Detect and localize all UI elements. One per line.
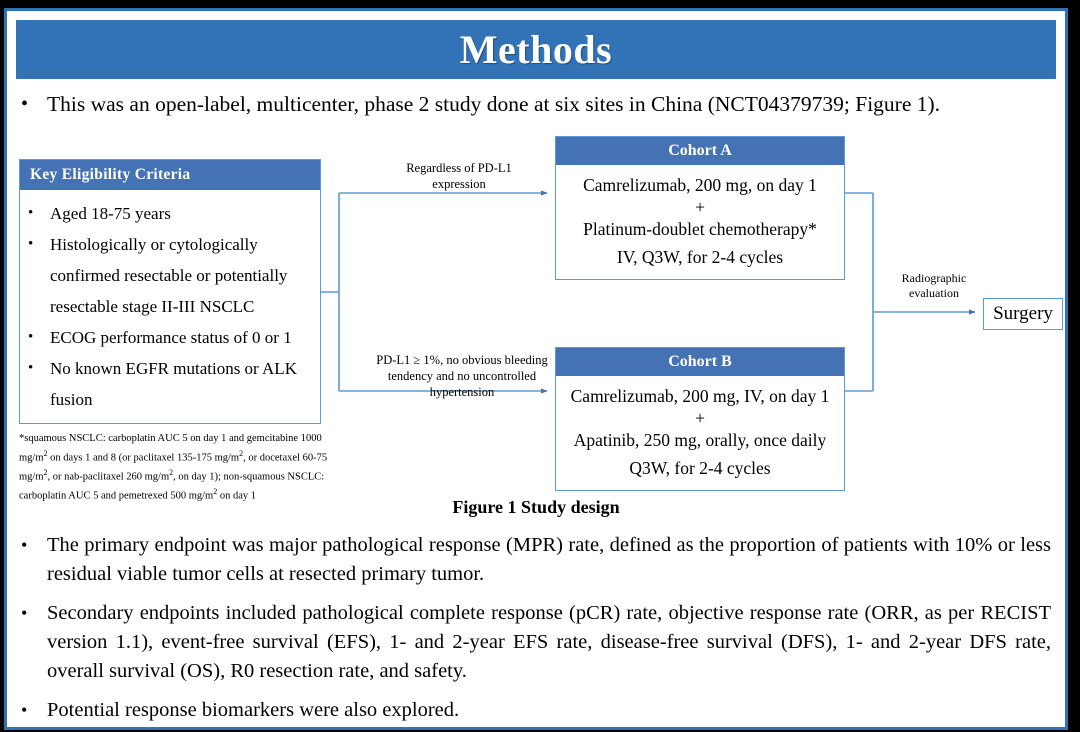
- cohort-a-line: +: [695, 197, 705, 217]
- bottom-bullet-text: The primary endpoint was major pathologi…: [47, 534, 1051, 585]
- lead-bullet: • This was an open-label, multicenter, p…: [21, 89, 1051, 119]
- study-design-figure: Key Eligibility Criteria • Aged 18-75 ye…: [7, 129, 1065, 521]
- cohort-b-line: Camrelizumab, 200 mg, IV, on day 1: [570, 386, 830, 406]
- cohort-a-body: Camrelizumab, 200 mg, on day 1 + Platinu…: [556, 165, 844, 279]
- slide-frame: Methods • This was an open-label, multic…: [4, 8, 1068, 730]
- eligibility-item-text: No known EGFR mutations or ALK fusion: [50, 359, 297, 409]
- eligibility-header: Key Eligibility Criteria: [20, 160, 320, 190]
- eligibility-item-text: Aged 18-75 years: [50, 204, 171, 223]
- cohort-a-line: Camrelizumab, 200 mg, on day 1: [583, 175, 817, 195]
- page-title: Methods: [459, 27, 613, 72]
- bullet-glyph-icon: •: [28, 236, 34, 252]
- bottom-bullet-text: Secondary endpoints included pathologica…: [47, 602, 1051, 682]
- lead-bullet-text: This was an open-label, multicenter, pha…: [47, 92, 941, 116]
- connector-label-radiographic: Radiographic evaluation: [901, 271, 967, 300]
- list-item: • No known EGFR mutations or ALK fusion: [28, 353, 314, 415]
- cohort-b-header: Cohort B: [556, 348, 844, 376]
- cohort-b-line: Apatinib, 250 mg, orally, once daily: [573, 430, 827, 450]
- cohort-b-line: Q3W, for 2-4 cycles: [629, 458, 771, 478]
- list-item: • Secondary endpoints included pathologi…: [21, 599, 1051, 686]
- cohort-a-header: Cohort A: [556, 137, 844, 165]
- cohort-a-line: IV, Q3W, for 2-4 cycles: [616, 247, 784, 267]
- list-item: • ECOG performance status of 0 or 1: [28, 322, 314, 353]
- bullet-glyph-icon: •: [21, 535, 28, 555]
- bullet-glyph-icon: •: [21, 603, 28, 623]
- eligibility-item-text: Histologically or cytologically confirme…: [50, 235, 288, 316]
- bullet-glyph-icon: •: [28, 329, 34, 345]
- cohort-b-box: Cohort B Camrelizumab, 200 mg, IV, on da…: [555, 347, 845, 491]
- flow-connectors: [321, 190, 976, 394]
- cohort-a-line: Platinum-doublet chemotherapy*: [583, 219, 817, 239]
- figure-footnote: *squamous NSCLC: carboplatin AUC 5 on da…: [19, 433, 328, 501]
- slide-title-bar: Methods: [16, 20, 1056, 79]
- eligibility-criteria-box: Key Eligibility Criteria • Aged 18-75 ye…: [19, 159, 321, 424]
- list-item: • Histologically or cytologically confir…: [28, 229, 314, 322]
- bullet-glyph-icon: •: [21, 93, 29, 115]
- list-item: • The primary endpoint was major patholo…: [21, 531, 1051, 589]
- figure-caption: Figure 1 Study design: [452, 497, 620, 517]
- list-item: • Aged 18-75 years: [28, 198, 314, 229]
- eligibility-list: • Aged 18-75 years • Histologically or c…: [20, 190, 320, 419]
- cohort-b-body: Camrelizumab, 200 mg, IV, on day 1 + Apa…: [556, 376, 844, 490]
- list-item: • Potential response biomarkers were als…: [21, 696, 1051, 725]
- cohort-a-box: Cohort A Camrelizumab, 200 mg, on day 1 …: [555, 136, 845, 280]
- connector-label-top: Regardless of PD-L1 expression: [406, 161, 512, 191]
- bullet-glyph-icon: •: [28, 360, 34, 376]
- cohort-b-line: +: [695, 408, 705, 428]
- surgery-box: Surgery: [983, 298, 1063, 330]
- connector-label-bottom: PD-L1 ≥ 1%, no obvious bleeding tendency…: [376, 353, 548, 399]
- bullet-glyph-icon: •: [28, 205, 34, 221]
- eligibility-item-text: ECOG performance status of 0 or 1: [50, 328, 292, 347]
- bullet-glyph-icon: •: [21, 700, 28, 720]
- bottom-bullet-text: Potential response biomarkers were also …: [47, 699, 460, 721]
- bottom-bullet-list: • The primary endpoint was major patholo…: [21, 531, 1051, 727]
